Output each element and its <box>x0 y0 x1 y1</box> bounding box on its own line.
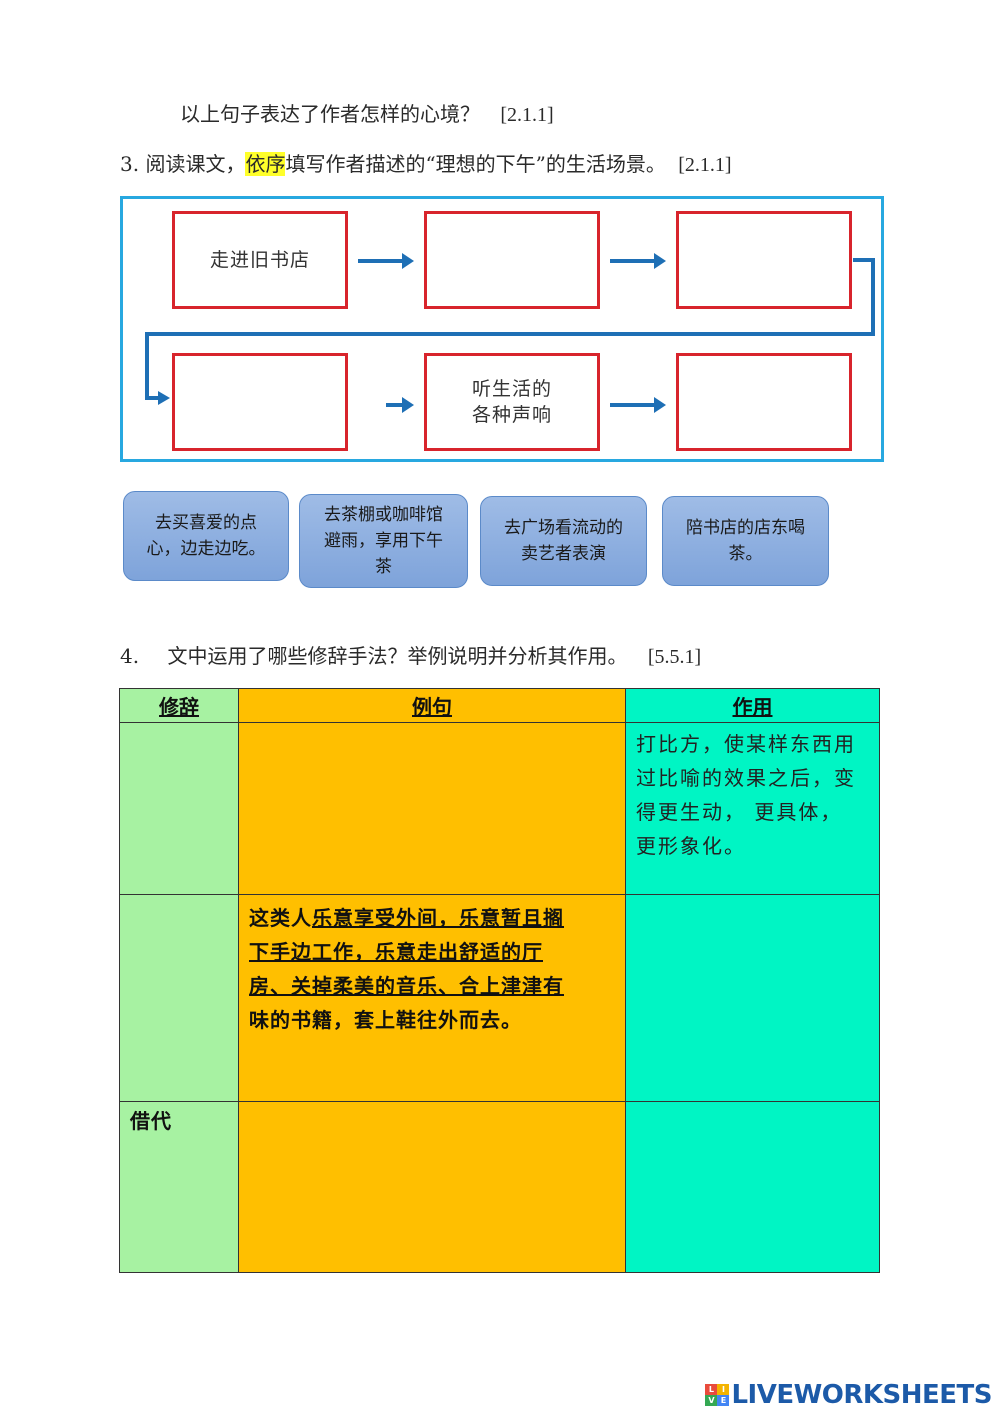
row1-effect-line1: 打比方，使某样东西用 <box>636 732 856 756</box>
rhetoric-table: 修辞 例句 作用 打比方，使某样东西用 过比喻的效果之后，变 得更生动， 更具体… <box>119 688 880 1273</box>
row1-rhetoric <box>120 723 238 735</box>
option-4-line1: 陪书店的店东喝 <box>686 518 805 538</box>
row2-rhetoric-cell[interactable] <box>119 894 239 1102</box>
mark-letter-e: E <box>717 1395 730 1406</box>
q4-num: 4. <box>120 644 140 668</box>
option-3-line2: 卖艺者表演 <box>521 544 606 564</box>
row1-effect: 打比方，使某样东西用 过比喻的效果之后，变 得更生动， 更具体， 更形象化。 <box>626 723 879 869</box>
row2-example-tail: 味的书籍，套上鞋往外而去。 <box>249 1008 522 1032</box>
row2-example-pre: 这类人 <box>249 906 312 930</box>
header-effect: 作用 <box>625 688 880 723</box>
q3-prompt-line: 3. 阅读课文，依序填写作者描述的“理想的下午”的生活场景。 [2.1.1] <box>120 148 732 177</box>
q2-ref: [2.1.1] <box>500 104 554 126</box>
arrow-1-2 <box>358 253 414 269</box>
flow-box-1: 走进旧书店 <box>172 211 348 309</box>
row3-rhetoric: 借代 <box>130 1109 172 1133</box>
arrow-2-3 <box>610 253 666 269</box>
flow-box-6[interactable] <box>676 353 852 451</box>
flow-box-5-line2: 各种声响 <box>471 404 552 426</box>
option-1-line2: 心，边走边吃。 <box>146 539 266 559</box>
row1-effect-line4: 更形象化。 <box>636 834 746 858</box>
option-card-4-text: 陪书店的店东喝 茶。 <box>686 515 805 567</box>
option-card-2[interactable]: 去茶棚或咖啡馆 避雨，享用下午 茶 <box>299 494 468 588</box>
mark-letter-l: L <box>705 1384 718 1395</box>
option-card-3[interactable]: 去广场看流动的 卖艺者表演 <box>480 496 647 586</box>
row1-effect-line2: 过比喻的效果之后，变 <box>636 766 856 790</box>
option-card-4[interactable]: 陪书店的店东喝 茶。 <box>662 496 829 586</box>
row3-rhetoric-cell: 借代 <box>119 1101 239 1273</box>
flow-box-5: 听生活的 各种声响 <box>424 353 600 451</box>
row2-effect-cell[interactable] <box>625 894 880 1102</box>
row1-effect-cell: 打比方，使某样东西用 过比喻的效果之后，变 得更生动， 更具体， 更形象化。 <box>625 722 880 895</box>
row2-example-ul3: 房、关掉柔美的音乐、合上津津有 <box>249 974 564 998</box>
row2-example-ul1: 乐意享受外间，乐意暂且搁 <box>312 906 564 930</box>
q2-prompt-line: 以上句子表达了作者怎样的心境？ [2.1.1] <box>180 98 554 127</box>
flow-diagram-frame <box>120 196 884 462</box>
header-example: 例句 <box>238 688 626 723</box>
flow-box-5-line1: 听生活的 <box>471 378 552 400</box>
option-card-1[interactable]: 去买喜爱的点 心，边走边吃。 <box>123 491 289 581</box>
table-row: 打比方，使某样东西用 过比喻的效果之后，变 得更生动， 更具体， 更形象化。 <box>119 722 880 895</box>
table-header-row: 修辞 例句 作用 <box>119 688 880 723</box>
option-3-line1: 去广场看流动的 <box>504 518 623 538</box>
option-2-line3: 茶 <box>375 557 392 577</box>
table-row: 这类人乐意享受外间，乐意暂且搁 下手边工作，乐意走出舒适的厅 房、关掉柔美的音乐… <box>119 894 880 1102</box>
row2-example: 这类人乐意享受外间，乐意暂且搁 下手边工作，乐意走出舒适的厅 房、关掉柔美的音乐… <box>239 895 625 1043</box>
option-card-1-text: 去买喜爱的点 心，边走边吃。 <box>147 510 266 562</box>
option-2-line1: 去茶棚或咖啡馆 <box>324 505 443 525</box>
q4-text: 文中运用了哪些修辞手法？举例说明并分析其作用。 <box>167 644 628 668</box>
q4-prompt-line: 4. 文中运用了哪些修辞手法？举例说明并分析其作用。 [5.5.1] <box>120 640 701 669</box>
row3-example-cell[interactable] <box>238 1101 626 1273</box>
mark-letter-i: I <box>717 1384 730 1395</box>
q3-highlight: 依序 <box>245 152 286 176</box>
row1-effect-line3: 得更生动， 更具体， <box>636 800 843 824</box>
row2-example-ul2: 下手边工作，乐意走出舒适的厅 <box>249 940 543 964</box>
row1-example <box>239 723 625 735</box>
flow-box-1-text: 走进旧书店 <box>209 249 310 271</box>
row3-example <box>239 1102 625 1114</box>
q2-prompt: 以上句子表达了作者怎样的心境？ <box>180 102 480 126</box>
table-row: 借代 <box>119 1101 880 1273</box>
arrow-5-6 <box>610 397 666 413</box>
row2-example-cell: 这类人乐意享受外间，乐意暂且搁 下手边工作，乐意走出舒适的厅 房、关掉柔美的音乐… <box>238 894 626 1102</box>
option-4-line2: 茶。 <box>728 544 763 564</box>
mark-letter-v: V <box>705 1395 718 1406</box>
option-card-3-text: 去广场看流动的 卖艺者表演 <box>504 515 623 567</box>
connector-arrow-3-4 <box>145 258 875 405</box>
row2-rhetoric <box>120 895 238 907</box>
q3-rest: 填写作者描述的“理想的下午”的生活场景。 <box>285 152 666 176</box>
q4-ref: [5.5.1] <box>647 646 702 668</box>
flow-box-2[interactable] <box>424 211 600 309</box>
row1-rhetoric-cell[interactable] <box>119 722 239 895</box>
option-1-line1: 去买喜爱的点 <box>155 513 257 533</box>
row1-example-cell[interactable] <box>238 722 626 895</box>
row3-effect <box>626 1102 879 1114</box>
flow-box-3[interactable] <box>676 211 852 309</box>
header-rhetoric: 修辞 <box>119 688 239 723</box>
row2-effect <box>626 895 879 907</box>
flow-box-5-text: 听生活的 各种声响 <box>472 376 552 428</box>
liveworksheets-wordmark: LIVEWORKSHEETS <box>731 1380 992 1410</box>
liveworksheets-mark-icon: L I V E <box>705 1384 730 1406</box>
flow-box-4[interactable] <box>172 353 348 451</box>
option-2-line2: 避雨，享用下午 <box>324 531 443 551</box>
q3-ref: [2.1.1] <box>678 154 732 176</box>
option-card-2-text: 去茶棚或咖啡馆 避雨，享用下午 茶 <box>324 502 443 580</box>
q3-prefix: 3. 阅读课文， <box>120 152 246 176</box>
arrow-4-5 <box>386 397 414 413</box>
row3-effect-cell[interactable] <box>625 1101 880 1273</box>
liveworksheets-logo: L I V E LIVEWORKSHEETS <box>705 1380 992 1410</box>
